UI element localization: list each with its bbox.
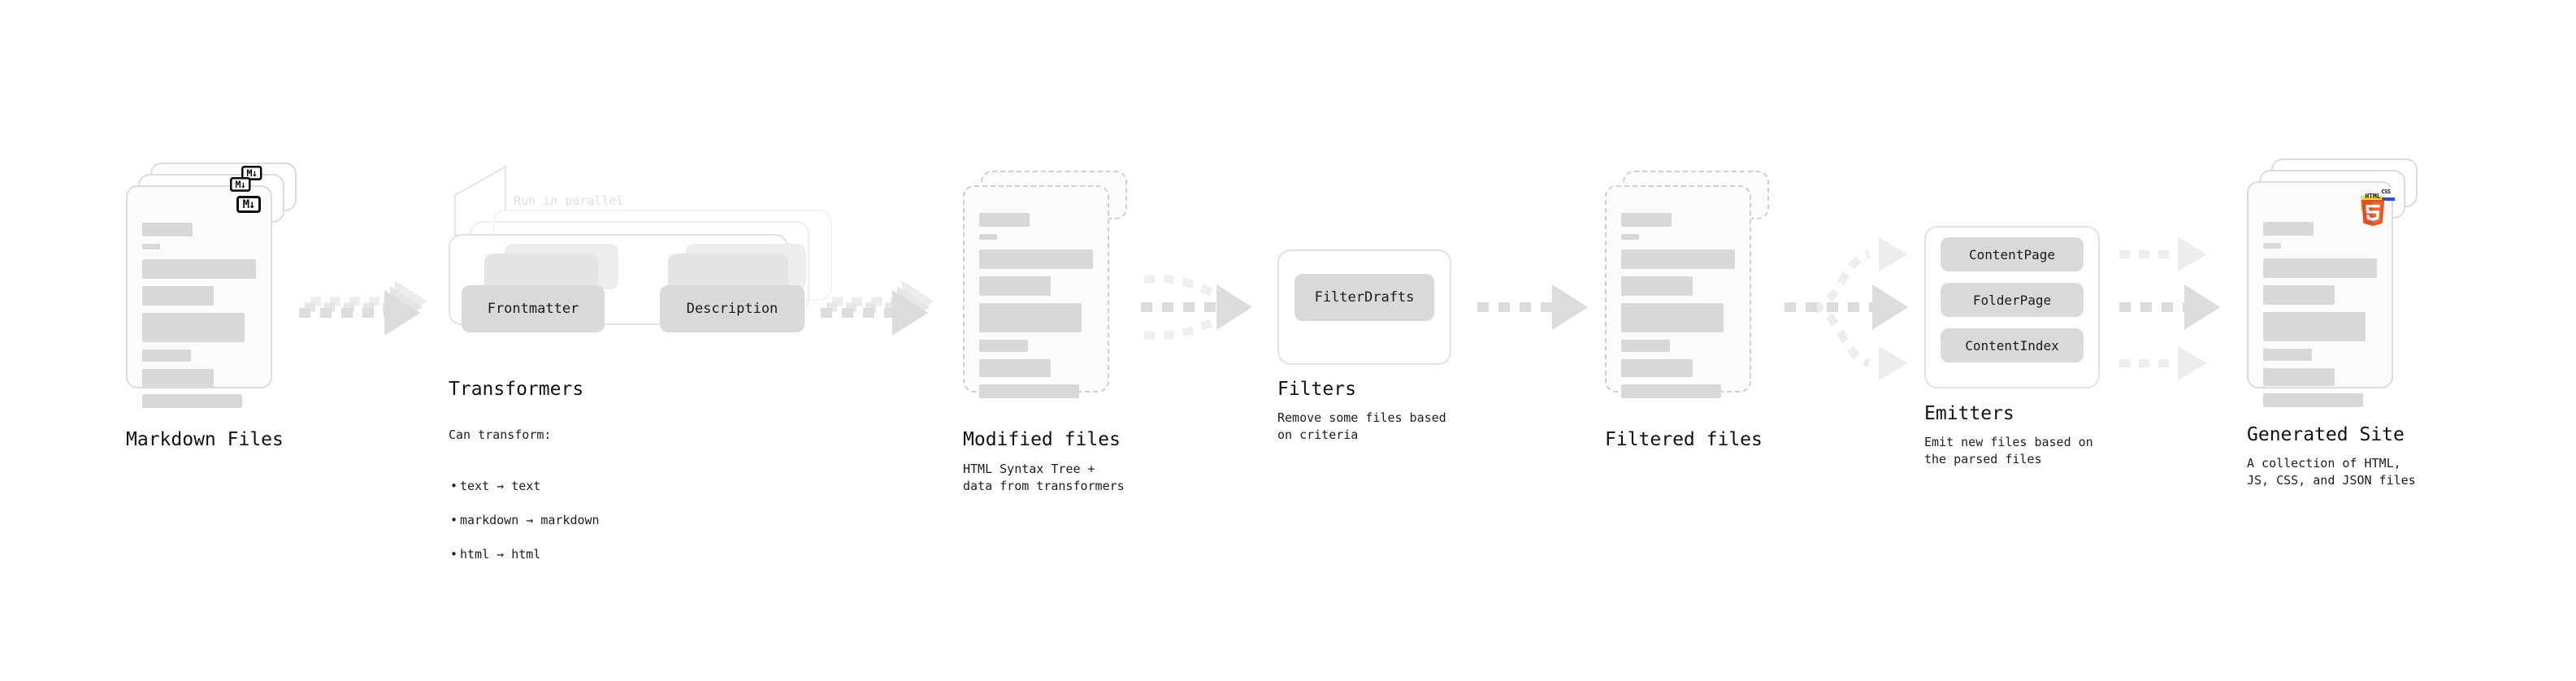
site-card-bars bbox=[2263, 222, 2377, 414]
modified-card-bars bbox=[979, 213, 1093, 406]
markdown-badge-middle: M↓ bbox=[230, 177, 251, 192]
transformer-chip-frontmatter[interactable]: Frontmatter bbox=[462, 285, 605, 332]
bar bbox=[142, 349, 192, 362]
transformers-capability-list: text → text markdown → markdown html → h… bbox=[449, 461, 600, 580]
bar bbox=[979, 359, 1052, 377]
modified-files-caption: HTML Syntax Tree + data from transformer… bbox=[963, 462, 1125, 493]
run-in-parallel-label: Run in parallel bbox=[514, 193, 624, 208]
bar bbox=[2263, 393, 2364, 407]
bar bbox=[1621, 213, 1672, 227]
html5-icon: HTML bbox=[2359, 193, 2387, 226]
bar bbox=[979, 213, 1030, 227]
transformers-caption-heading: Can transform: bbox=[449, 427, 552, 442]
bar bbox=[142, 286, 215, 306]
bar bbox=[2263, 243, 2281, 249]
emitter-chip-contentindex[interactable]: ContentIndex bbox=[1941, 328, 2084, 362]
bar bbox=[142, 244, 160, 249]
bar bbox=[979, 303, 1082, 332]
arrow-transformers-to-modified bbox=[821, 280, 935, 336]
bar bbox=[1621, 340, 1671, 352]
transformers-caption: Can transform: text → text markdown → ma… bbox=[449, 410, 600, 597]
emitter-chip-folderpage[interactable]: FolderPage bbox=[1941, 283, 2084, 317]
bar bbox=[979, 384, 1080, 398]
arrow-markdown-to-transformers bbox=[299, 280, 427, 336]
stage-title-markdown-files: Markdown Files bbox=[126, 429, 284, 450]
html5-shield-icon bbox=[2361, 200, 2385, 226]
bar bbox=[979, 276, 1052, 296]
transform-item-text: text → text bbox=[450, 478, 600, 495]
transform-item-html: html → html bbox=[450, 546, 600, 563]
bar bbox=[1621, 303, 1724, 332]
transform-item-markdown: markdown → markdown bbox=[450, 512, 600, 529]
markdown-card-front: M↓ bbox=[126, 185, 272, 408]
bar bbox=[979, 340, 1029, 352]
bar bbox=[2263, 368, 2335, 386]
filter-chip-filterdrafts[interactable]: FilterDrafts bbox=[1295, 274, 1434, 321]
arrow-filters-to-filtered bbox=[1477, 284, 1588, 330]
filters-caption: Remove some files based on criteria bbox=[1277, 410, 1446, 442]
html5-wordmark: HTML bbox=[2365, 193, 2381, 200]
stage-title-emitters: Emitters bbox=[1924, 403, 2014, 424]
stage-title-transformers: Transformers bbox=[449, 379, 584, 400]
stage-title-filters: Filters bbox=[1277, 379, 1356, 400]
bar bbox=[979, 249, 1093, 269]
bar bbox=[2263, 312, 2366, 341]
bar bbox=[2263, 349, 2313, 361]
generated-site-caption: A collection of HTML, JS, CSS, and JSON … bbox=[2247, 456, 2416, 488]
bar bbox=[142, 369, 215, 387]
bar bbox=[1621, 359, 1693, 377]
bar bbox=[142, 223, 193, 236]
filtered-card-front bbox=[1605, 185, 1751, 398]
arrow-filtered-to-emitters bbox=[1785, 237, 1908, 380]
bar bbox=[2263, 258, 2377, 278]
filtered-card-bars bbox=[1621, 213, 1735, 406]
stage-title-generated-site: Generated Site bbox=[2247, 424, 2405, 445]
stage-title-filtered-files: Filtered files bbox=[1605, 429, 1763, 450]
bar bbox=[1621, 234, 1639, 240]
bar bbox=[1621, 249, 1735, 269]
transformer-chip-description[interactable]: Description bbox=[660, 285, 804, 332]
emitter-chip-contentpage[interactable]: ContentPage bbox=[1941, 237, 2084, 271]
bar bbox=[1621, 384, 1722, 398]
bar bbox=[1621, 276, 1693, 296]
arrow-emitters-to-site bbox=[2119, 237, 2220, 380]
bar bbox=[142, 394, 243, 408]
markdown-badge-back: M↓ bbox=[241, 166, 262, 180]
markdown-card-bars bbox=[142, 223, 256, 415]
modified-card-front bbox=[963, 185, 1109, 398]
arrow-modified-to-filters bbox=[1141, 274, 1252, 340]
markdown-badge: M↓ bbox=[236, 196, 261, 213]
bar bbox=[2263, 285, 2335, 305]
stage-title-modified-files: Modified files bbox=[963, 429, 1121, 450]
bar bbox=[979, 234, 997, 240]
bar bbox=[2263, 222, 2314, 236]
bar bbox=[142, 313, 245, 342]
emitters-caption: Emit new files based on the parsed files bbox=[1924, 435, 2093, 466]
site-card-front-html bbox=[2247, 181, 2393, 407]
bar bbox=[142, 259, 256, 279]
